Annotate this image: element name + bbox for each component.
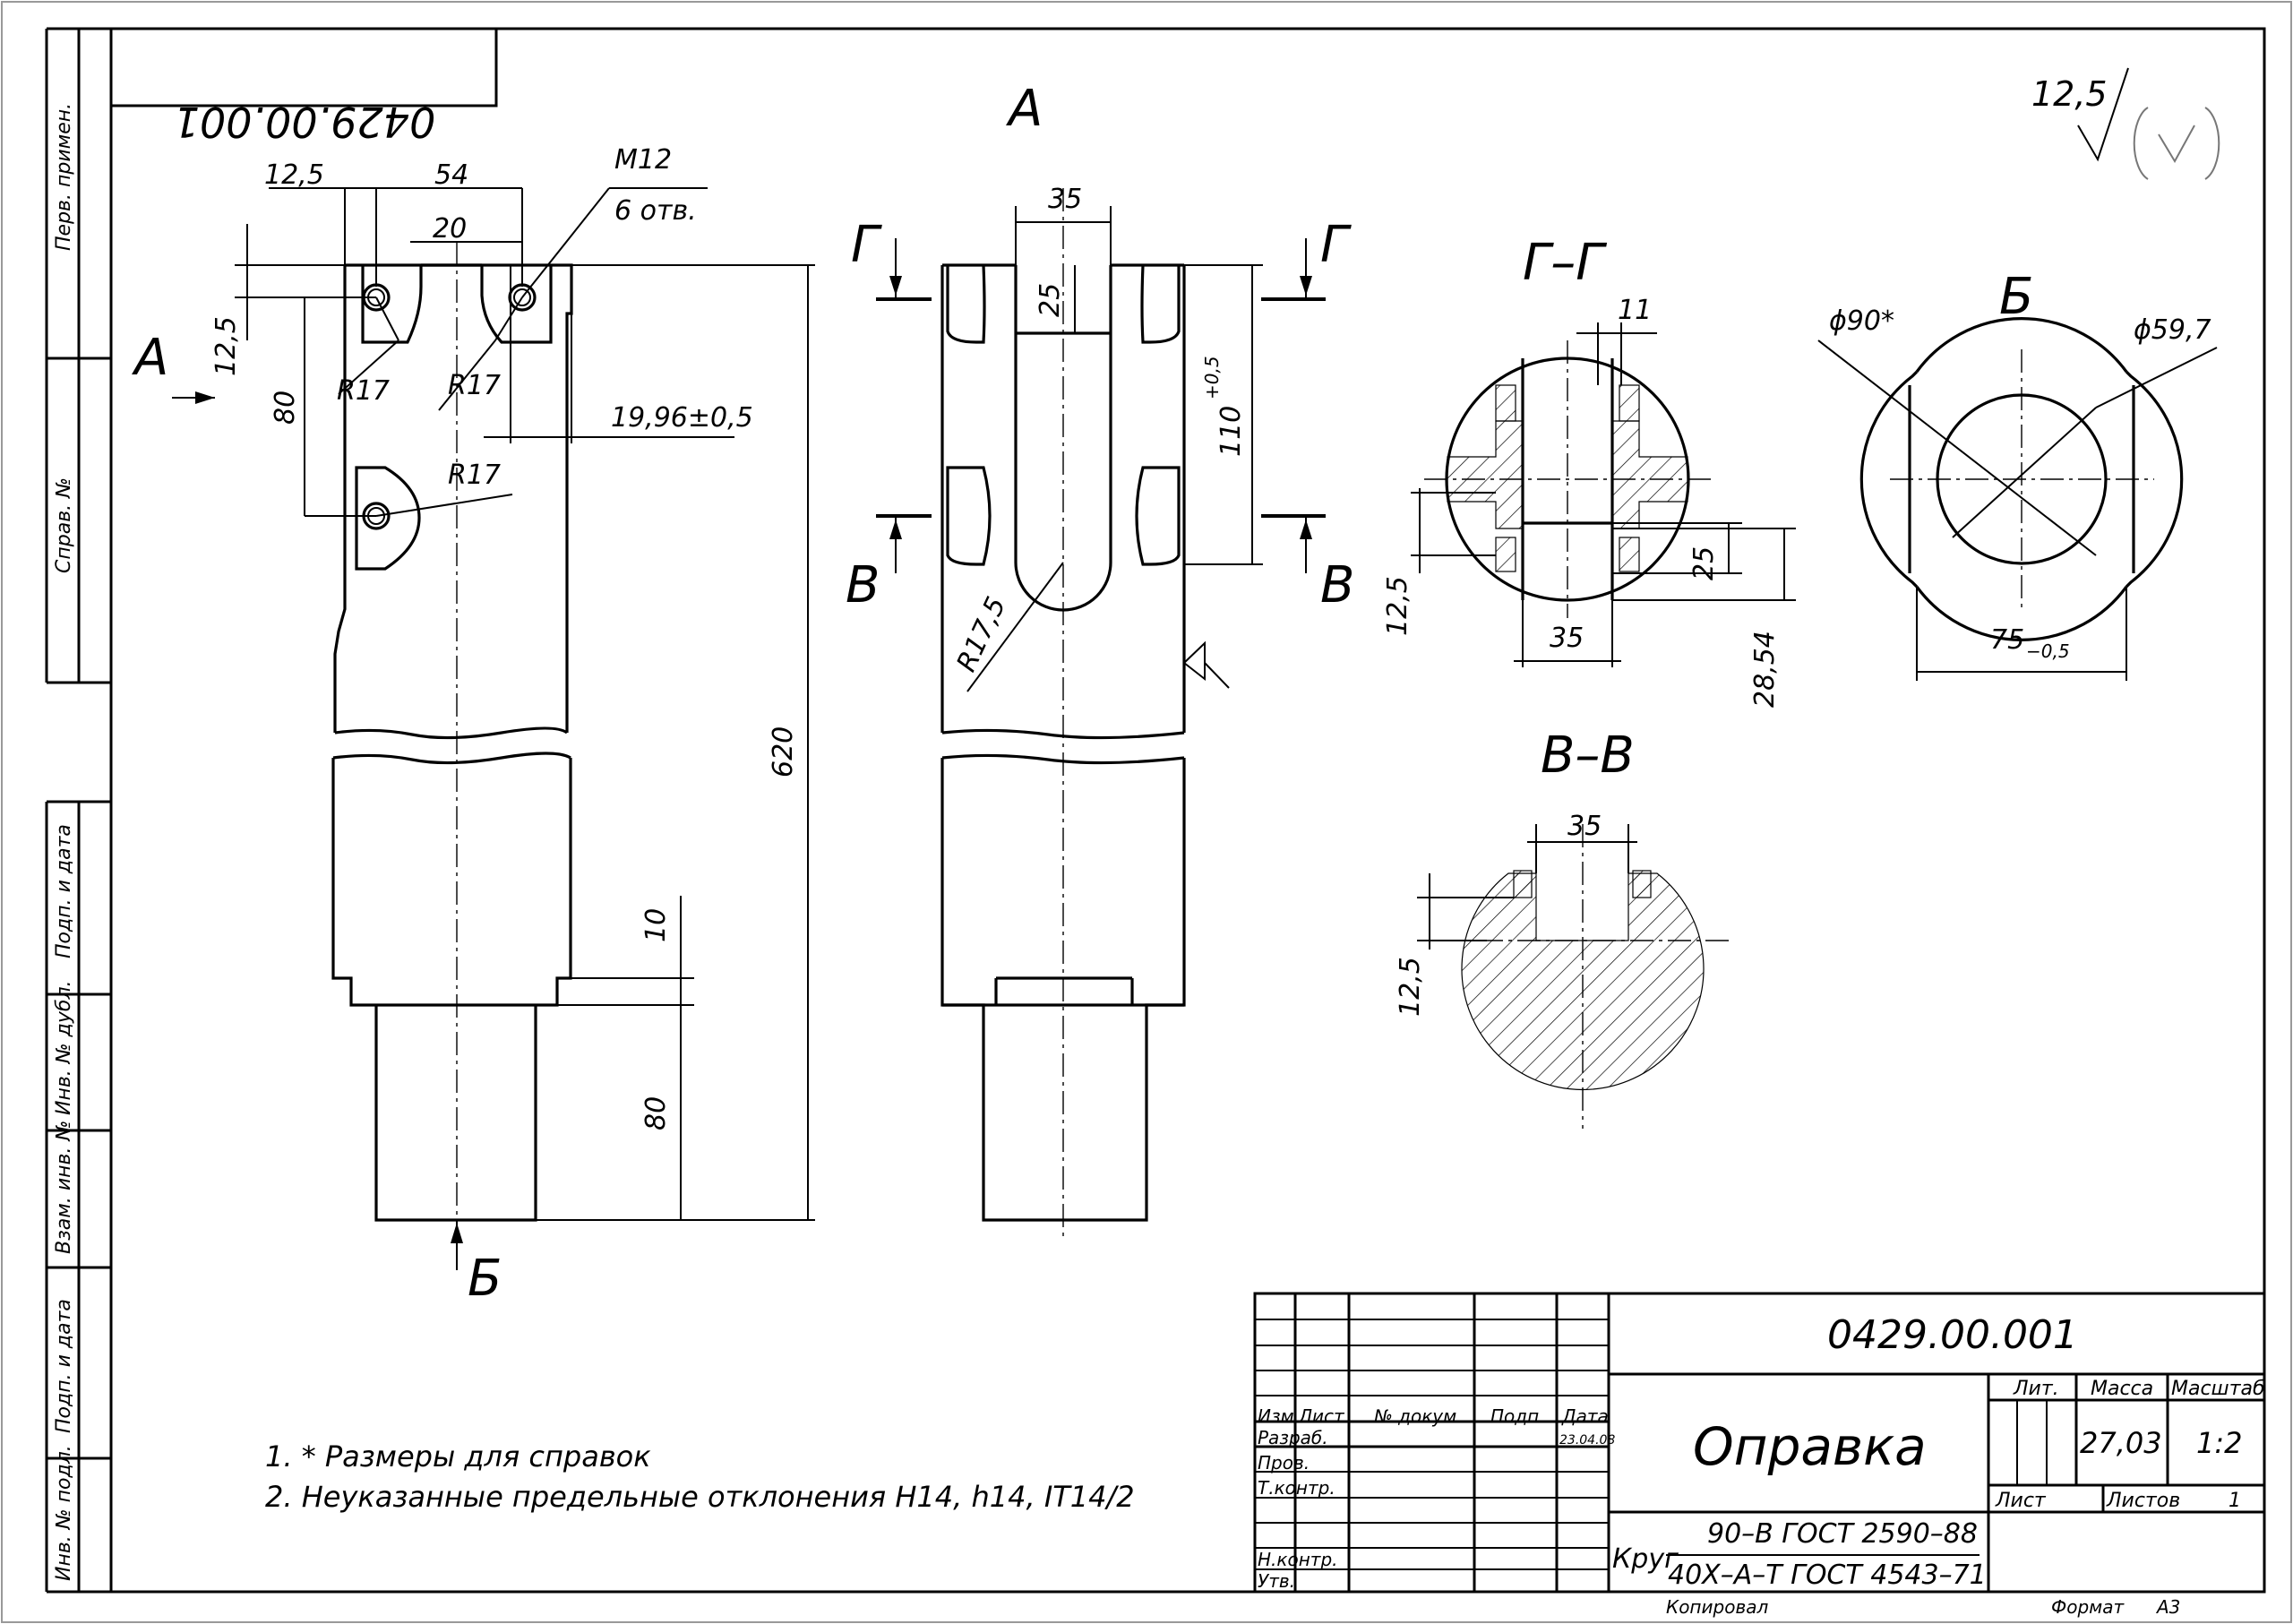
tb-kopiroval: Копировал — [1666, 1596, 1768, 1618]
tb-format: Формат — [2051, 1596, 2125, 1618]
tb-format-value: А3 — [2155, 1596, 2180, 1618]
sprav-no-label: Справ. № — [53, 477, 75, 573]
dim-25-a: 25 — [1035, 283, 1066, 317]
section-g-left: Г — [851, 216, 882, 274]
dim-r17-c: R17 — [448, 460, 501, 491]
tb-tkontr: Т.контр. — [1258, 1477, 1335, 1499]
inv-no-podl-label: Инв. № подл. — [53, 1445, 75, 1581]
view-b-bottom-label: Б — [468, 1250, 502, 1308]
tb-masshtab-value: 1:2 — [2196, 1426, 2243, 1460]
dim-r17-b: R17 — [448, 370, 501, 401]
dim-35-vv: 35 — [1567, 811, 1602, 842]
tb-material-top: 90–В ГОСТ 2590–88 — [1707, 1518, 1978, 1550]
dim-75: 75 — [1990, 624, 2024, 656]
tb-massa-value: 27,03 — [2080, 1426, 2162, 1460]
roughness-sign: 12,5 — [2031, 67, 2220, 180]
tb-podp: Подп. — [1490, 1405, 1545, 1427]
section-g-g: Г–Г 11 25 28,54 12,5 35 — [1382, 234, 1796, 708]
tb-nkontr: Н.контр. — [1258, 1549, 1338, 1570]
dim-80-bottom: 80 — [640, 1096, 672, 1130]
tb-listov: Листов — [2106, 1490, 2180, 1512]
tb-dokum: № докум. — [1373, 1405, 1463, 1427]
tb-utv: Утв. — [1258, 1570, 1295, 1592]
tb-list-col: Лист — [1298, 1405, 1345, 1427]
front-view: 12,5 54 20 12,5 80 M12 6 отв. R17 R17 R1… — [132, 144, 815, 1308]
note-2: 2. Неуказанные предельные отклонения H14… — [265, 1480, 1135, 1514]
dim-54: 54 — [434, 159, 468, 191]
tb-listov-value: 1 — [2229, 1490, 2241, 1512]
dim-620: 620 — [768, 726, 799, 778]
tb-masshtab: Масштаб — [2171, 1378, 2265, 1400]
dim-12-5-top: 12,5 — [264, 159, 324, 191]
note-1: 1. * Размеры для справок — [265, 1439, 651, 1474]
roughness-value: 12,5 — [2031, 74, 2108, 114]
tb-massa: Масса — [2091, 1378, 2153, 1400]
dim-20: 20 — [433, 213, 467, 245]
section-v-v: В–В 35 12,5 — [1395, 726, 1733, 1129]
dim-75-tol: −0,5 — [2026, 640, 2070, 662]
dim-12-5-side: 12,5 — [210, 316, 242, 376]
section-v-right: В — [1320, 556, 1354, 614]
podp-data-label-2: Подп. и дата — [53, 1299, 75, 1433]
tb-izm: Изм. — [1258, 1405, 1300, 1427]
dim-59-7: ϕ59,7 — [2134, 314, 2211, 346]
tb-material-bottom: 40Х–А–Т ГОСТ 4543–71 — [1668, 1560, 1987, 1591]
view-a-arrow-label: А — [132, 329, 168, 387]
perv-primen-label: Перв. примен. — [53, 103, 75, 251]
tb-name: Оправка — [1693, 1416, 1927, 1477]
tb-razrab: Разраб. — [1258, 1427, 1328, 1448]
tb-data: Дата — [1561, 1405, 1609, 1427]
dim-19-96: 19,96±0,5 — [611, 402, 753, 434]
tb-list: Лист — [1995, 1490, 2047, 1512]
inv-no-dubl-label: Инв. № дубл. — [53, 980, 75, 1115]
dim-12-5-vv: 12,5 — [1395, 957, 1426, 1017]
dim-m12: M12 — [614, 144, 672, 176]
tb-material-prefix: Круг — [1612, 1543, 1679, 1575]
dim-r17-5: R17,5 — [951, 592, 1013, 676]
dim-110-tol: +0,5 — [1201, 356, 1223, 400]
vzam-inv-no-label: Взам. инв. № — [53, 1121, 75, 1254]
dim-35-gg: 35 — [1550, 623, 1584, 654]
mirrored-designation-stamp: 0429.00.001 — [109, 27, 498, 146]
tb-prov: Пров. — [1258, 1452, 1310, 1474]
view-b-title: Б — [1999, 268, 2033, 326]
dim-r17-a: R17 — [337, 375, 390, 407]
tb-lit: Лит. — [2013, 1378, 2059, 1400]
view-a-title: А — [1006, 80, 1043, 138]
mirrored-designation-text: 0429.00.001 — [174, 98, 436, 146]
dim-10: 10 — [640, 908, 672, 942]
drawing-frame — [109, 27, 2266, 1594]
title-block: 0429.00.001 Оправка Лит. Масса Масштаб 2… — [1253, 1292, 2266, 1618]
section-v-v-title: В–В — [1541, 726, 1635, 785]
dim-110: 110 — [1215, 406, 1247, 457]
dim-80-top: 80 — [270, 391, 301, 425]
section-v-left: В — [846, 556, 880, 614]
dim-90: ϕ90* — [1829, 305, 1894, 337]
side-view-a: А 35 25 110 +0,5 R17,5 — [846, 80, 1354, 1236]
dim-6-otv: 6 отв. — [614, 195, 697, 227]
podp-data-label-1: Подп. и дата — [53, 824, 75, 958]
left-strip: Перв. примен. Справ. № Подп. и дата Инв.… — [45, 27, 111, 1594]
technical-notes: 1. * Размеры для справок 2. Неуказанные … — [265, 1439, 1135, 1514]
tb-designation: 0429.00.001 — [1827, 1312, 2078, 1358]
dim-25-gg: 25 — [1688, 546, 1720, 580]
view-b: Б ϕ90* ϕ59,7 75 −0,5 — [1817, 268, 2218, 681]
dim-12-5-gg: 12,5 — [1382, 576, 1413, 636]
tb-date-value: 23.04.08 — [1559, 1433, 1615, 1448]
section-g-right: Г — [1320, 216, 1352, 274]
dim-28-54: 28,54 — [1749, 631, 1781, 708]
dim-35-a: 35 — [1048, 184, 1082, 215]
section-g-g-title: Г–Г — [1523, 234, 1607, 292]
dim-11: 11 — [1618, 295, 1652, 326]
